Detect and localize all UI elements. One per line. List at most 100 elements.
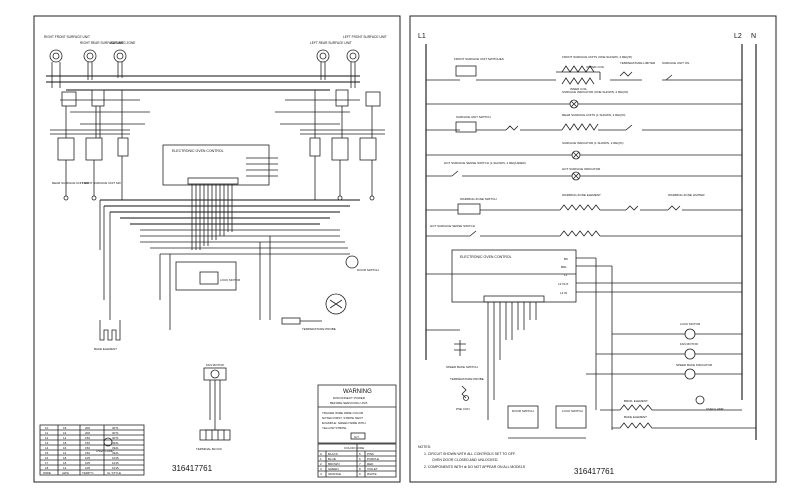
cc-r3c1: GREEN [328, 467, 339, 471]
l2-label: L2 [734, 33, 742, 40]
eoc-terminal-l1: L1 [564, 273, 568, 277]
wt-r8c3: 1015 [112, 466, 119, 470]
pse-con-label: PSE CON [456, 407, 470, 411]
right-broil-element: BROIL ELEMENT [600, 399, 742, 411]
warming-zone-element-label: WARMING ZONE ELEMENT [562, 193, 601, 197]
right-lock-motor-label: LOCK MOTOR [680, 322, 701, 326]
eoc-terminal-brl: BRL [561, 265, 567, 269]
left-eoc: ELECTRONIC OVEN CONTROL [162, 144, 278, 250]
surface-indicator-2-label: SURFACE INDICATOR (1 SHOWN, 2 REQ'D) [562, 141, 623, 145]
inner-coil-label: INNER COIL [570, 87, 588, 91]
right-eoc: ELECTRONIC OVEN CONTROL BK BRL L1 L2 OUT… [426, 249, 742, 430]
wt-r6c2: 105 [85, 456, 90, 460]
cc-r1c3: PURPLE [367, 457, 379, 461]
notes-title: NOTES: [418, 445, 431, 449]
wt-r1c3: 3071 [112, 431, 119, 435]
wt-r3c3: 3321 [112, 441, 119, 445]
cc-r4c2: 9 [359, 472, 361, 476]
wt-r0c0: 10 [45, 426, 49, 430]
warming-zone-limiter-label: WARMING ZONE LIMITER [668, 193, 705, 197]
left-door-switch: DOOR SWITCH [345, 255, 379, 272]
front-su-label: FRONT SURFACE UNIT SW [82, 181, 121, 185]
surface-unit-on-label: SURFACE UNIT ON [662, 61, 689, 65]
cc-r2c1: BROWN [328, 462, 340, 466]
outer-coil-label: OUTER COIL [586, 65, 605, 69]
cc-r0c0: 0 [320, 452, 322, 456]
wt-r0c2: 200 [85, 426, 90, 430]
right-bake-label: BAKE ELEMENT [624, 415, 647, 419]
warning-line-1: DISCONNECT POWER [333, 396, 366, 400]
cc-r0c2: 5 [359, 452, 361, 456]
left-bake-element: BAKE ELEMENT [94, 320, 121, 351]
wire-table-header: WIRE AWG TEMP°C UL STYLE [43, 471, 121, 475]
wt-r2c0: 12 [45, 436, 49, 440]
eoc-terminal-l2in: L2 IN [560, 291, 567, 295]
wt-r1c1: 16 [63, 431, 67, 435]
wt-r2c2: 150 [85, 436, 90, 440]
left-lock-motor: LOCK MOTOR [175, 261, 241, 291]
left-probe-label: TEMPERATURE PROBE [302, 327, 336, 331]
wt-r7c1: 16 [63, 461, 67, 465]
wt-r1c0: 11 [45, 431, 48, 435]
wt-r4c1: 16 [63, 446, 67, 450]
cc-r4c3: WHITE [367, 472, 377, 476]
rung-rear-surface: SURFACE UNIT SWITCH REAR SURFACE UNITS (… [426, 113, 742, 133]
rf-element-label: RIGHT FRONT SURFACE UNIT [44, 35, 90, 39]
note-2: 2. COMPONENTS WITH ⊗ DO NOT APPEAR ON AL… [424, 465, 526, 469]
cc-r3c2: 8 [359, 467, 361, 471]
rr-element-label: RIGHT REAR SURFACE UNIT [80, 41, 124, 45]
left-sheet: RIGHT FRONT SURFACE UNIT RIGHT REAR SURF… [33, 15, 401, 483]
wt-r5c3: 3321 [112, 451, 119, 455]
speed-bake-switch: SPEED BAKE SWITCH [426, 329, 478, 369]
wt-r1c2: 200 [85, 431, 90, 435]
warming-zone-switch-label: WARMING ZONE SWITCH [460, 197, 497, 201]
right-broil-label: BROIL ELEMENT [624, 399, 648, 403]
left-terminal-block: TERMINAL BLOCK [196, 429, 231, 451]
right-lock-switch: LOCK SWITCH [555, 405, 587, 429]
wt-r2c1: 14 [63, 436, 67, 440]
cc-r0c1: BLACK [328, 452, 338, 456]
left-oven-lamp-label: OVEN LAMP [96, 449, 114, 453]
wt-h1: AWG [62, 471, 70, 475]
wt-h0: WIRE [43, 471, 51, 475]
rr-element: RIGHT REAR SURFACE UNIT [80, 41, 124, 63]
color-code-table: COLOR CODE 0 BLACK 5 PINK 1 BLUE 6 PURPL… [317, 443, 397, 478]
n-label: N [751, 33, 756, 40]
rear-su-label: REAR SURFACE UNIT SW [52, 181, 89, 185]
wt-r7c2: 105 [85, 461, 90, 465]
wire-table: 10 18 200 3071 11 16 200 3071 12 14 150 … [39, 424, 145, 476]
right-lock-switch-label: LOCK SWITCH [562, 409, 583, 413]
cc-r4c1: ORANGE [328, 472, 341, 476]
cc-r4c0: 4 [320, 472, 322, 476]
speed-bake-indicator-label: SPEED BAKE INDICATOR [676, 363, 713, 367]
wt-r8c0: 18 [45, 466, 49, 470]
wt-h2: TEMP°C [82, 471, 95, 475]
rung-hot-surface-sense: HOT SURFACE SENSE SWITCH [426, 224, 742, 237]
right-oven-lamp-label: OVEN LAMP [706, 407, 724, 411]
wt-r6c1: 18 [63, 456, 67, 460]
left-part-number: 316417761 [172, 464, 213, 473]
left-lock-motor-label: LOCK MOTOR [220, 278, 241, 282]
right-fan-motor-label: FAN MOTOR [680, 342, 699, 346]
hot-surface-indicator-label: HOT SURFACE INDICATOR [562, 167, 601, 171]
right-eoc-label: ELECTRONIC OVEN CONTROL [460, 255, 512, 259]
eoc-terminal-bk: BK [564, 257, 568, 261]
front-surface-switches-label: FRONT SURFACE UNIT SWITCHES [454, 57, 504, 61]
cc-r2c2: 7 [359, 462, 361, 466]
rung-warming-zone: WARMING ZONE SWITCH WARMING ZONE ELEMENT… [426, 193, 742, 215]
cc-r3c3: VIOLET [367, 467, 378, 471]
warning-line-2: BEFORE SERVICING UNIT. [330, 401, 368, 405]
wt-r6c0: 16 [45, 456, 49, 460]
surface-unit-switch-label: SURFACE UNIT SWITCH [456, 115, 491, 119]
left-switch-cluster: REAR SURFACE UNIT SW FRONT SURFACE UNIT … [50, 89, 130, 201]
right-sheet: L1 L2 N FRONT SURFACE UNIT SWITCHES FRON… [409, 15, 777, 483]
wt-r8c2: 105 [85, 466, 90, 470]
right-part-number: 316417761 [574, 467, 615, 476]
lr-element-label: LEFT REAR SURFACE UNIT [310, 41, 352, 45]
wt-r3c0: 13 [45, 441, 49, 445]
note-1: 1. CIRCUIT SHOWN WITH ALL CONTROLS SET T… [424, 452, 516, 456]
speed-bake-indicator: SPEED BAKE INDICATOR [586, 363, 742, 380]
hot-surface-sense-label: HOT SURFACE SENSE SWITCH (1 SHOWN, 4 REQ… [444, 161, 526, 165]
left-door-switch-label: DOOR SWITCH [357, 268, 379, 272]
surface-indicator-label: SURFACE INDICATOR (ONE SHOWN, 2 REQ'D) [562, 90, 628, 94]
